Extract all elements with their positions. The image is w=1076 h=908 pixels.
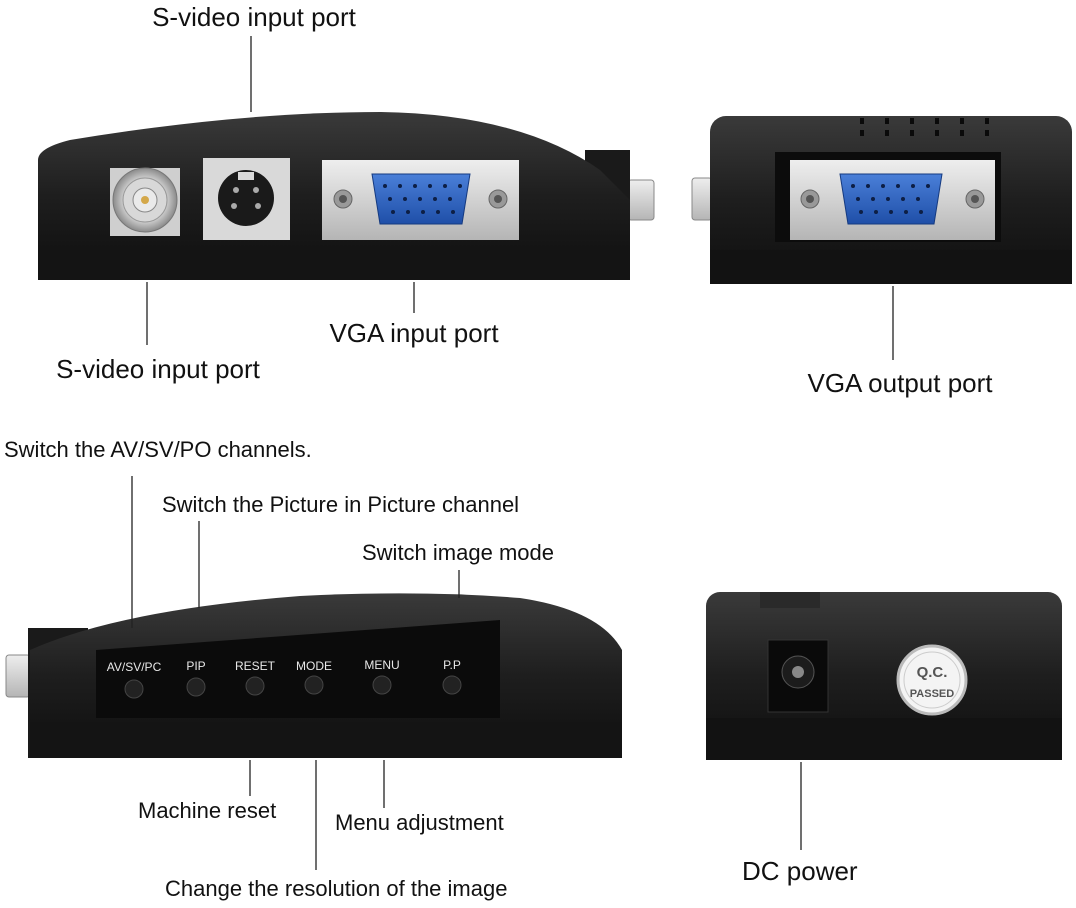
button-mode[interactable]: [304, 675, 324, 695]
converter-power-side: Q.C. PASSED: [706, 592, 1062, 760]
label-change-resolution: Change the resolution of the image: [165, 876, 507, 901]
button-pp[interactable]: [442, 675, 462, 695]
bnc-connector: [110, 167, 180, 236]
converter-output-side: [691, 116, 1072, 284]
button-label-reset: RESET: [235, 659, 276, 673]
button-label-pip: PIP: [186, 659, 205, 673]
label-menu-adjustment: Menu adjustment: [335, 810, 504, 835]
button-label-pp: P.P: [443, 658, 461, 672]
svideo-port: [203, 158, 290, 240]
vga-input-connector: [322, 160, 519, 240]
label-svideo-top: S-video input port: [152, 2, 357, 32]
label-svideo-left: S-video input port: [56, 354, 261, 384]
button-label-mode: MODE: [296, 659, 332, 673]
seal-line-1: Q.C.: [917, 664, 948, 681]
button-pip[interactable]: [186, 677, 206, 697]
button-label-av: AV/SV/PC: [107, 660, 162, 674]
dc-jack: [767, 639, 829, 713]
label-machine-reset: Machine reset: [138, 798, 276, 823]
converter-input-side: [38, 112, 655, 280]
converter-button-side: AV/SV/PC PIP RESET MODE MENU P.P: [5, 593, 622, 758]
button-menu[interactable]: [372, 675, 392, 695]
button-label-menu: MENU: [364, 658, 399, 672]
label-switch-channels: Switch the AV/SV/PO channels.: [4, 437, 312, 462]
button-reset[interactable]: [245, 676, 265, 696]
seal-line-2: PASSED: [910, 688, 954, 700]
control-buttons: AV/SV/PC PIP RESET MODE MENU P.P: [107, 658, 462, 699]
button-av-sv-pc[interactable]: [124, 679, 144, 699]
callout-lines: [131, 36, 894, 870]
label-vga-output: VGA output port: [807, 368, 993, 398]
vga-output-connector: [790, 160, 995, 240]
qc-passed-seal: Q.C. PASSED: [896, 644, 968, 716]
label-switch-mode: Switch image mode: [362, 540, 554, 565]
label-dc-power: DC power: [742, 856, 858, 886]
label-switch-pip: Switch the Picture in Picture channel: [162, 492, 519, 517]
label-vga-input: VGA input port: [329, 318, 499, 348]
